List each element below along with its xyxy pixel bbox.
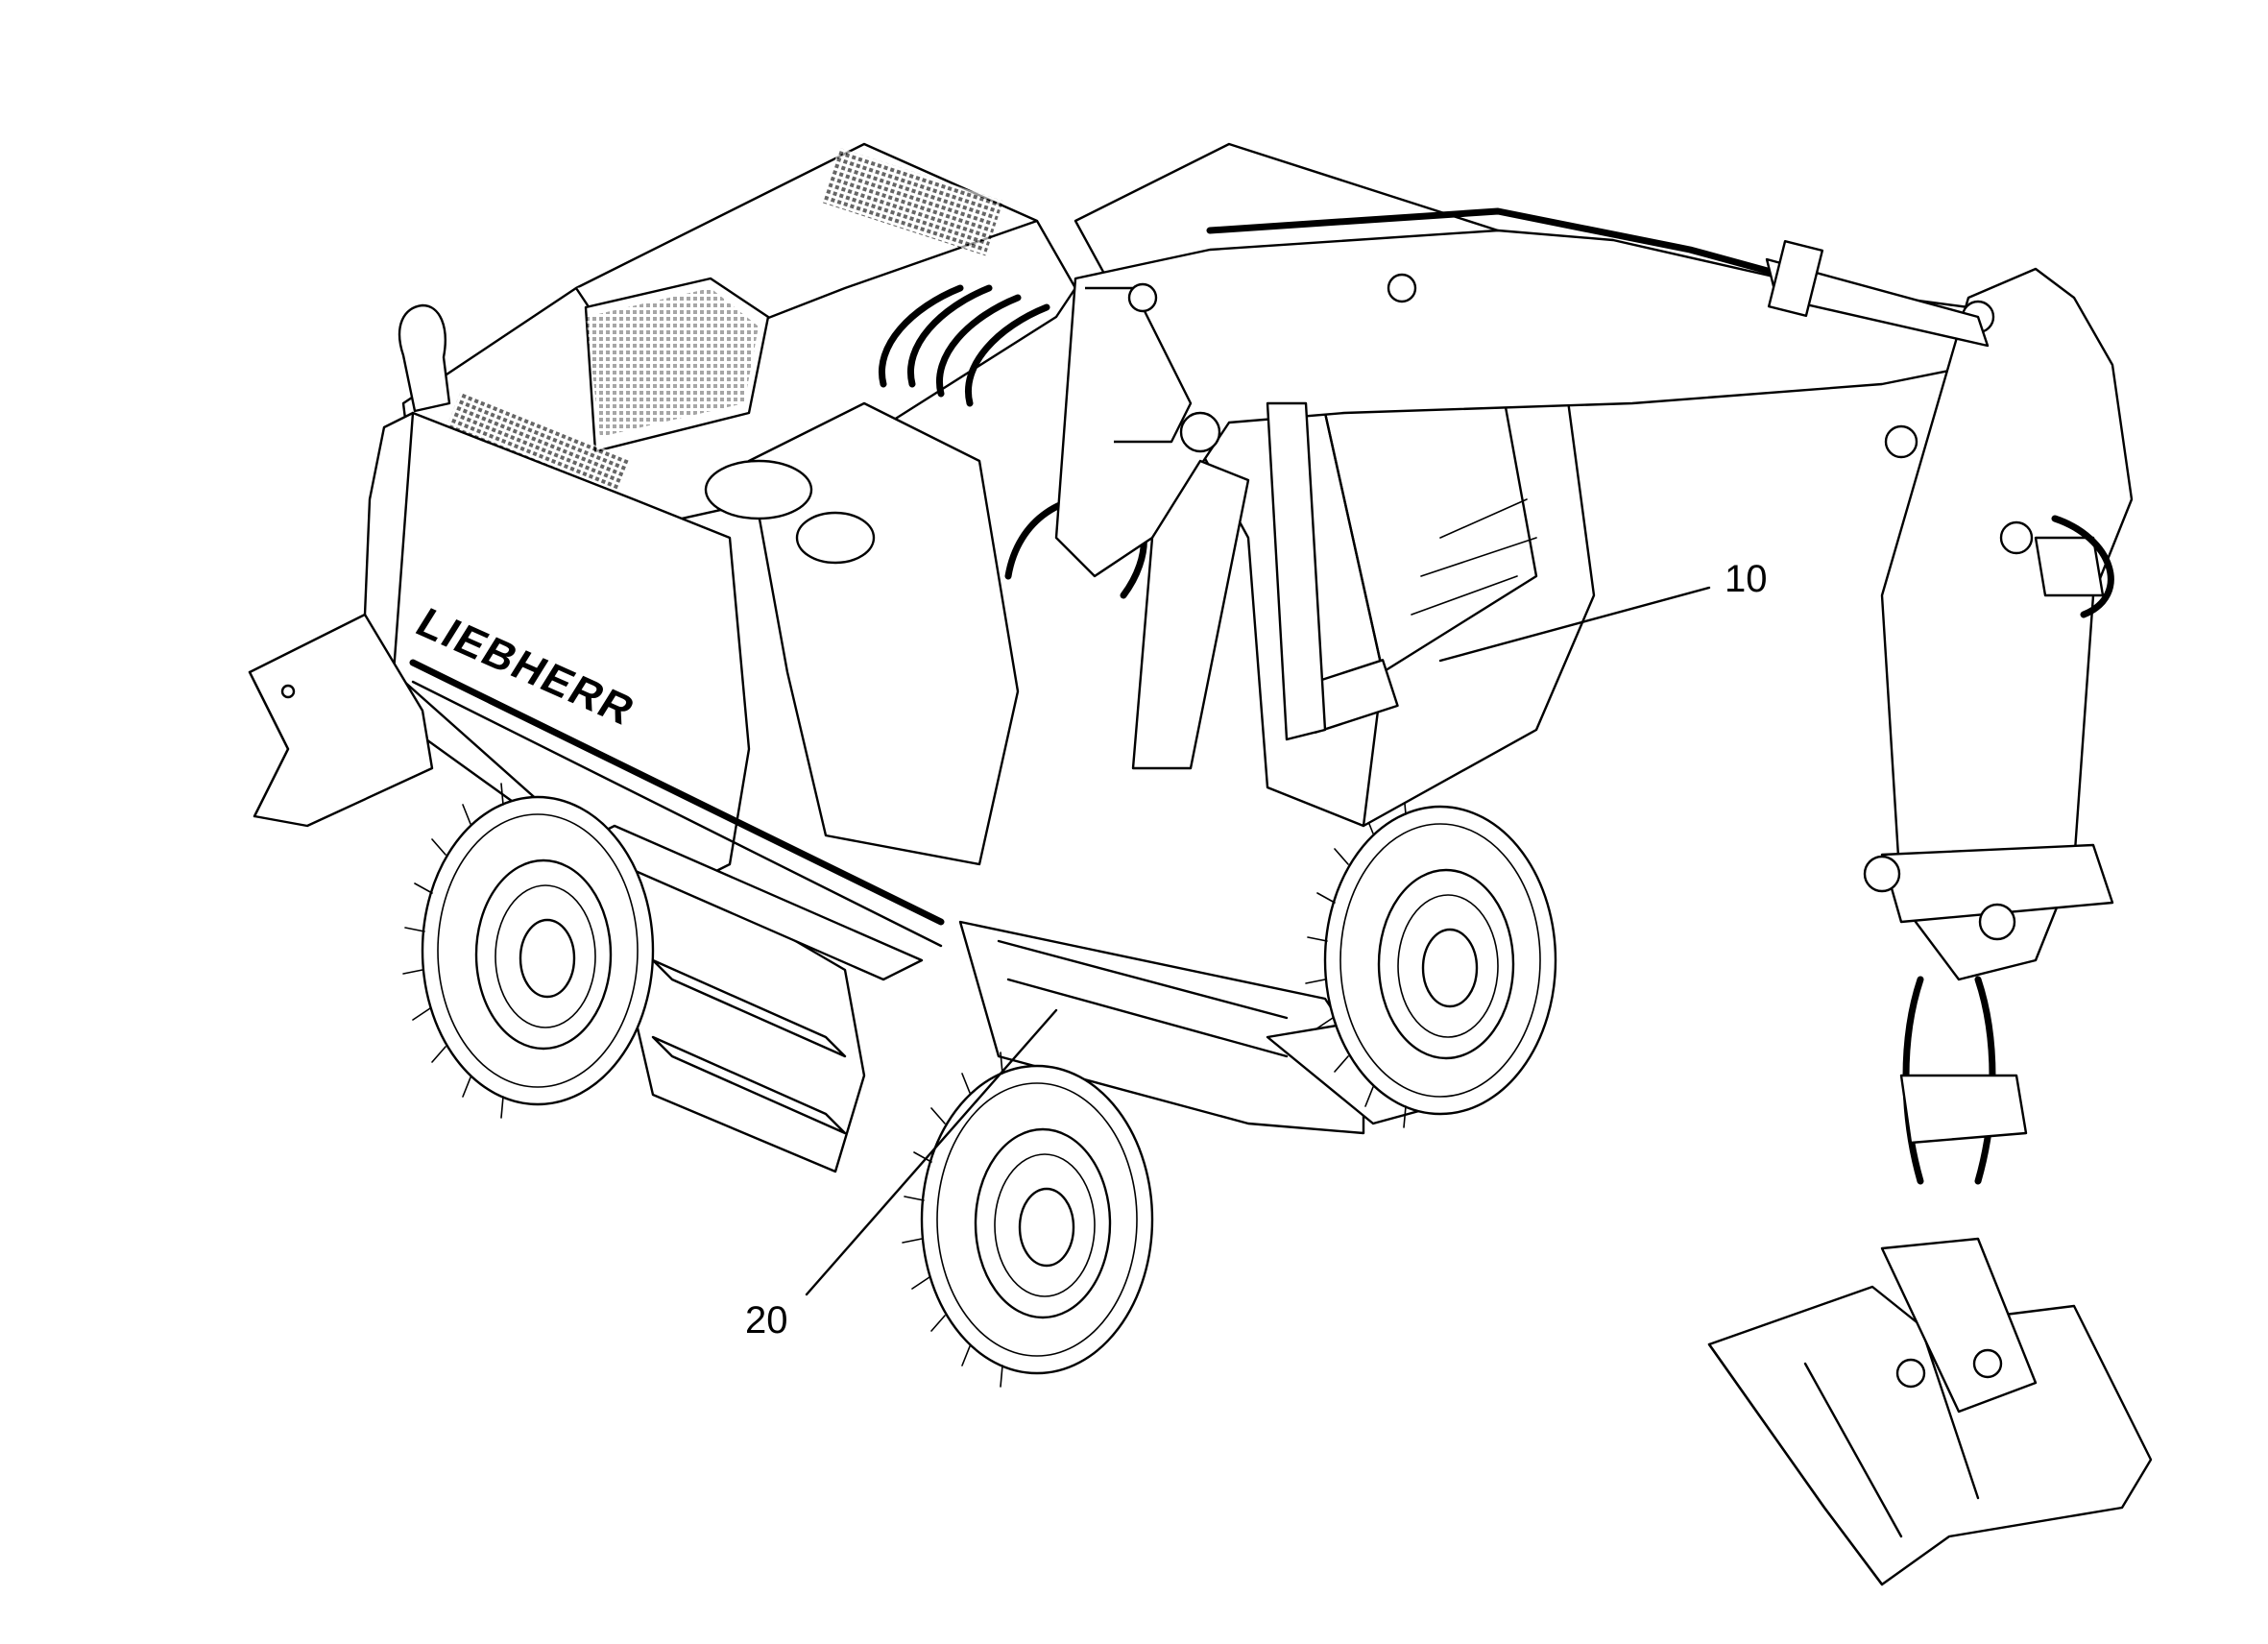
callout-10-label: 10 <box>1725 558 1768 600</box>
boom-cylinder <box>1131 401 1327 770</box>
hydraulic-tank-and-valves <box>704 284 1147 866</box>
callout-20-label: 20 <box>745 1299 788 1342</box>
linkage-and-hoses <box>1863 515 2114 1185</box>
bucket <box>1707 1237 2153 1586</box>
callout-20-leader <box>805 1008 1058 1296</box>
callout-10: 10 <box>1438 558 1768 663</box>
arm-stick <box>1765 240 2134 981</box>
callout-10-leader <box>1438 586 1711 663</box>
exhaust-pipe <box>398 303 451 413</box>
dozer-blade <box>248 613 434 828</box>
callout-20: 20 <box>745 1008 1058 1342</box>
counterweight-and-engine-cover <box>363 142 1077 948</box>
